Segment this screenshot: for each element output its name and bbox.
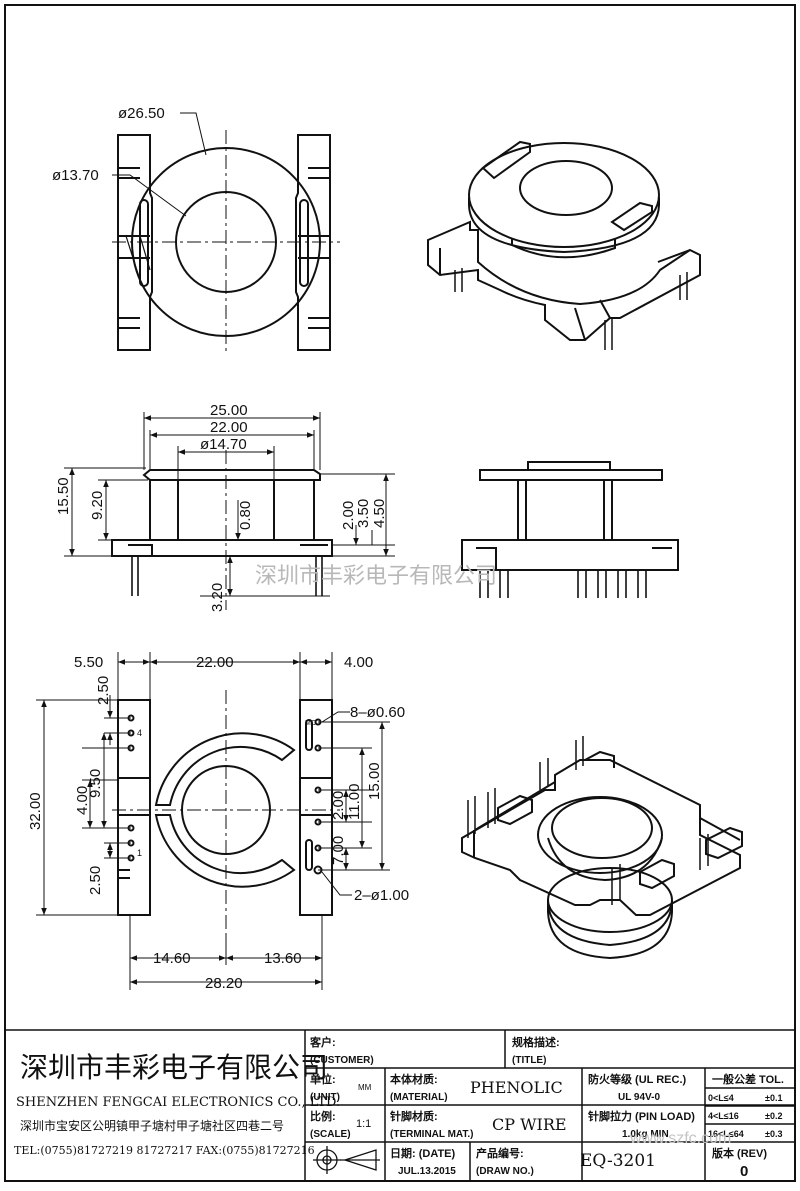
iso-view-top <box>427 140 701 350</box>
dim-3-5: 3.50 <box>355 499 372 528</box>
date-label: 日期: (DATE) <box>390 1146 456 1160</box>
dim-center-span: 22.00 <box>196 654 234 671</box>
unit-label-cn: 单位: <box>310 1072 336 1086</box>
dim-winding-height: 9.20 <box>89 491 106 520</box>
tol-3-val: ±0.3 <box>765 1129 782 1139</box>
company-cn: 深圳市丰彩电子有限公司 <box>20 1051 328 1084</box>
material-label-cn: 本体材质: <box>390 1072 438 1086</box>
drawno-label-en: (DRAW NO.) <box>476 1166 534 1177</box>
pin-mark-mo: MO <box>305 720 317 727</box>
dim-overall-height: 15.50 <box>55 477 72 515</box>
iso-view-bottom <box>461 736 743 960</box>
company-address: 深圳市宝安区公明镇甲子塘村甲子塘社区四巷二号 <box>20 1118 284 1133</box>
terminal-label-en: (TERMINAL MAT.) <box>390 1129 474 1140</box>
pin-mark-1: 1 <box>137 848 142 858</box>
dim-total: 28.20 <box>205 975 243 992</box>
unit-label-en: (UNIT) <box>310 1092 340 1103</box>
terminal-value: CP WIRE <box>492 1115 567 1134</box>
dim-bore-dia: ø14.70 <box>200 436 247 453</box>
title-block-grid <box>4 1029 796 1182</box>
top-view-dims <box>112 112 207 217</box>
dim-hole-spec: 2–ø1.00 <box>354 887 409 904</box>
rev-label: 版本 (REV) <box>712 1146 767 1160</box>
scale-label-en: (SCALE) <box>310 1129 351 1140</box>
terminal-label-cn: 针脚材质: <box>390 1109 438 1123</box>
side-view <box>461 461 679 598</box>
dim-height-32: 32.00 <box>27 792 44 830</box>
scale-value: 1:1 <box>356 1118 371 1130</box>
bottom-view <box>117 699 333 916</box>
dim-left-offset: 5.50 <box>74 654 103 671</box>
tol-2-val: ±0.2 <box>765 1111 782 1121</box>
flame-label: 防火等级 (UL REC.) <box>588 1072 687 1086</box>
drawno-label-cn: 产品编号: <box>476 1146 524 1160</box>
dim-pin-len: 3.20 <box>209 583 226 612</box>
dim-r-11: 11.00 <box>346 784 363 820</box>
dim-outer-dia: ø26.50 <box>118 105 165 122</box>
watermark: 深圳市丰彩电子有限公司 <box>255 563 497 588</box>
pin-mark-4: 4 <box>137 728 142 738</box>
unit-value: MM <box>358 1083 372 1092</box>
customer-label-cn: 客户: <box>309 1035 336 1049</box>
tol-1-val: ±0.1 <box>765 1093 782 1103</box>
scale-label-cn: 比例: <box>310 1109 336 1123</box>
material-label-en: (MATERIAL) <box>390 1092 448 1103</box>
rev-value: 0 <box>740 1163 748 1180</box>
title-label-en: (TITLE) <box>512 1055 546 1066</box>
watermark-url: www.szfc.com <box>629 1130 731 1147</box>
bottom-view-dims <box>36 652 390 990</box>
bottom-centerlines <box>112 690 340 935</box>
dim-wall: 0.80 <box>237 501 254 530</box>
pinload-label: 针脚拉力 (PIN LOAD) <box>588 1109 695 1123</box>
dim-2: 2.00 <box>340 501 357 530</box>
dim-overall-width: 25.00 <box>210 402 248 419</box>
material-value: PHENOLIC <box>470 1078 563 1097</box>
tol-label: 一般公差 TOL. <box>712 1072 784 1086</box>
dim-pin-spec: 8–ø0.60 <box>350 704 405 721</box>
dim-mid-9-5: 9.50 <box>87 769 104 798</box>
flame-value: UL 94V-0 <box>618 1092 660 1103</box>
dim-top-pitch: 2.50 <box>95 676 112 705</box>
dim-4-5: 4.50 <box>371 499 388 528</box>
dim-r-7: 7.00 <box>330 836 347 865</box>
dim-right-half: 13.60 <box>264 950 302 967</box>
dim-inner-dia: ø13.70 <box>52 167 99 184</box>
projection-symbol <box>313 1146 380 1174</box>
pinload-value: 1.0kg MIN <box>622 1129 669 1140</box>
dim-flange-width: 22.00 <box>210 419 248 436</box>
front-view-dims <box>64 412 395 597</box>
dim-right-offset: 4.00 <box>344 654 373 671</box>
title-label-cn: 规格描述: <box>512 1035 560 1049</box>
date-value: JUL.13.2015 <box>398 1166 456 1177</box>
dim-left-half: 14.60 <box>153 950 191 967</box>
sheet-border <box>4 4 796 1182</box>
tol-2-range: 4<L≤16 <box>708 1111 739 1121</box>
top-view-centerlines <box>112 130 340 355</box>
company-en: SHENZHEN FENGCAI ELECTRONICS CO., LTD. <box>16 1095 340 1110</box>
dim-mid-4: 4.00 <box>74 786 91 815</box>
tol-1-range: 0<L≤4 <box>708 1093 734 1103</box>
company-phone: TEL:(0755)81727219 81727217 FAX:(0755)81… <box>14 1144 315 1157</box>
dim-r-2: 2.00 <box>330 791 347 820</box>
tol-3-range: 16<L≤64 <box>708 1129 744 1139</box>
customer-label-en: (CUSTOMER) <box>310 1055 374 1066</box>
dim-bottom-pitch: 2.50 <box>87 866 104 895</box>
dim-r-15: 15.00 <box>366 762 383 800</box>
drawno-value: EQ-3201 <box>580 1151 656 1171</box>
